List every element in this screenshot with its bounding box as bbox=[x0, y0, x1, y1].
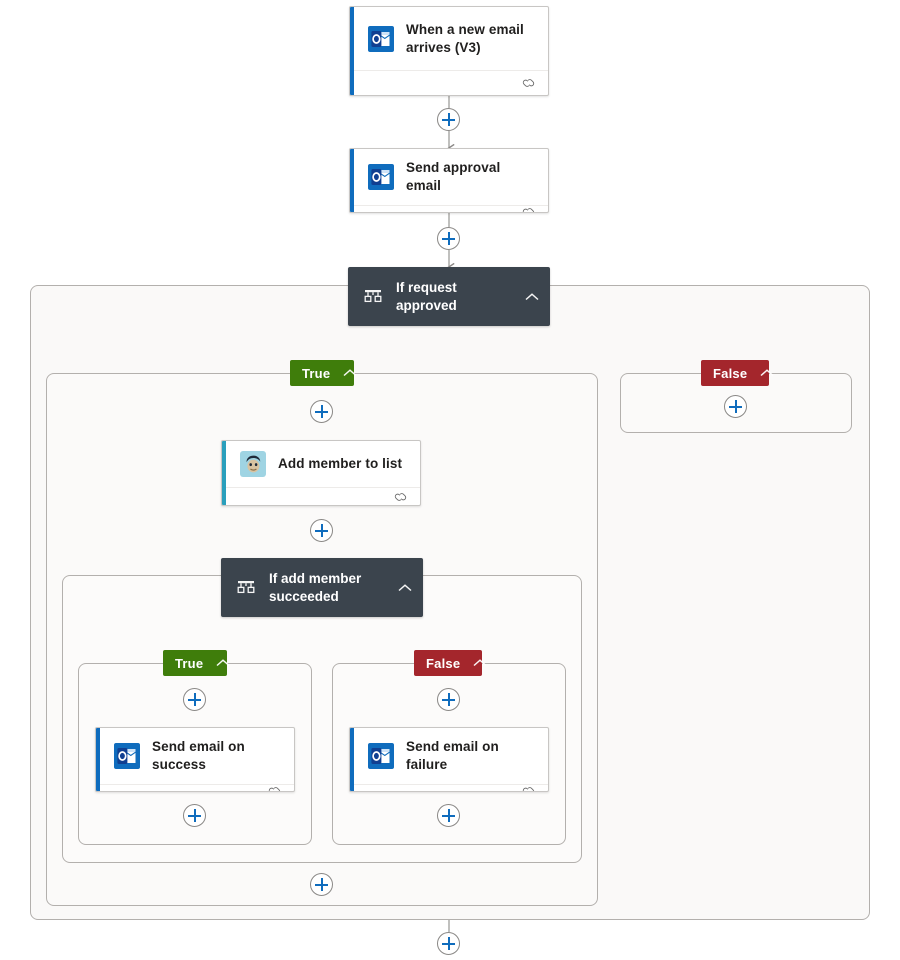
action-card-add-member-to-list[interactable]: Add member to list bbox=[221, 440, 421, 506]
card-body: When a new email arrives (V3) bbox=[350, 7, 548, 70]
link-icon[interactable] bbox=[267, 785, 282, 792]
outlook-icon bbox=[368, 743, 394, 769]
condition-title: If request approved bbox=[396, 279, 457, 313]
card-footer bbox=[222, 487, 420, 505]
add-button-after-send-approval[interactable] bbox=[437, 227, 460, 250]
add-button-after-add-member[interactable] bbox=[310, 519, 333, 542]
chevron-up-icon[interactable] bbox=[397, 583, 413, 593]
action-card-send-approval-email[interactable]: Send approval email bbox=[349, 148, 549, 213]
chevron-up-icon[interactable] bbox=[524, 292, 540, 302]
link-icon[interactable] bbox=[521, 785, 536, 792]
add-button-inner-true-end[interactable] bbox=[183, 804, 206, 827]
card-footer bbox=[350, 784, 548, 792]
link-icon[interactable] bbox=[521, 77, 536, 89]
card-title: Add member to list bbox=[278, 456, 403, 471]
add-button-inner-false-before-send-failure[interactable] bbox=[437, 688, 460, 711]
branch-badge-root-true[interactable]: True bbox=[290, 360, 357, 386]
card-body: Send email on failure bbox=[350, 728, 548, 784]
condition-icon bbox=[364, 289, 382, 302]
card-title: Send email on success bbox=[152, 739, 245, 772]
card-accent-bar bbox=[350, 728, 354, 791]
card-title: When a new email arrives (V3) bbox=[406, 21, 524, 55]
outlook-icon bbox=[114, 743, 140, 769]
card-accent-bar bbox=[222, 441, 226, 505]
condition-node-if-add-member-succeeded[interactable]: If add member succeeded bbox=[221, 558, 423, 617]
link-icon[interactable] bbox=[393, 491, 408, 503]
card-title: Send approval email bbox=[406, 160, 501, 193]
add-button-inner-false-end[interactable] bbox=[437, 804, 460, 827]
card-accent-bar bbox=[96, 728, 100, 791]
condition-icon bbox=[237, 580, 255, 593]
card-footer bbox=[350, 70, 548, 95]
add-button-root-true-before-add-member[interactable] bbox=[310, 400, 333, 423]
chevron-up-icon[interactable] bbox=[342, 368, 358, 378]
condition-title: If add member succeeded bbox=[269, 570, 362, 604]
branch-badge-root-false[interactable]: False bbox=[701, 360, 774, 386]
card-accent-bar bbox=[350, 149, 354, 212]
branch-badge-inner-false[interactable]: False bbox=[414, 650, 487, 676]
add-button-root-false-empty[interactable] bbox=[724, 395, 747, 418]
chevron-up-icon[interactable] bbox=[472, 658, 488, 668]
branch-label: False bbox=[426, 655, 461, 671]
card-title: Send email on failure bbox=[406, 739, 499, 772]
card-body: Add member to list bbox=[222, 441, 420, 487]
branch-badge-inner-true[interactable]: True bbox=[163, 650, 230, 676]
card-footer bbox=[96, 784, 294, 792]
branch-label: True bbox=[302, 365, 331, 381]
branch-label: False bbox=[713, 365, 748, 381]
add-button-inner-true-before-send-success[interactable] bbox=[183, 688, 206, 711]
link-icon[interactable] bbox=[521, 206, 536, 213]
outlook-icon bbox=[368, 164, 394, 190]
action-card-send-email-on-failure[interactable]: Send email on failure bbox=[349, 727, 549, 792]
outlook-icon bbox=[368, 25, 394, 52]
action-card-send-email-on-success[interactable]: Send email on success bbox=[95, 727, 295, 792]
card-body: Send approval email bbox=[350, 149, 548, 205]
condition-node-if-request-approved[interactable]: If request approved bbox=[348, 267, 550, 326]
card-accent-bar bbox=[350, 7, 354, 95]
chevron-up-icon[interactable] bbox=[759, 368, 775, 378]
branch-label: True bbox=[175, 655, 204, 671]
card-body: Send email on success bbox=[96, 728, 294, 784]
mailchimp-icon bbox=[240, 451, 266, 477]
add-button-after-trigger[interactable] bbox=[437, 108, 460, 131]
add-button-root-true-end[interactable] bbox=[310, 873, 333, 896]
card-footer bbox=[350, 205, 548, 213]
action-card-trigger[interactable]: When a new email arrives (V3) bbox=[349, 6, 549, 96]
chevron-up-icon[interactable] bbox=[215, 658, 231, 668]
add-button-flow-end[interactable] bbox=[437, 932, 460, 955]
